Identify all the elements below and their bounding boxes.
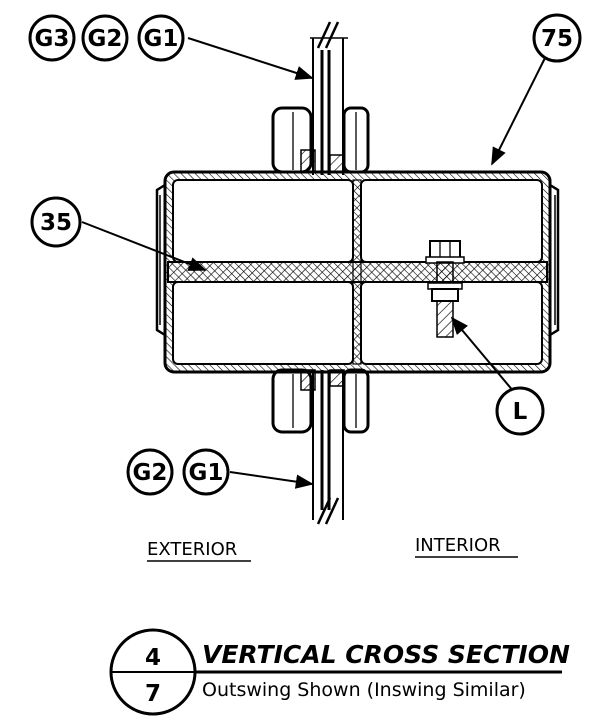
detail-subtitle: Outswing Shown (Inswing Similar): [202, 679, 526, 701]
callout-g3-label: G3: [35, 26, 70, 52]
callout-g1-top: G1: [137, 14, 185, 62]
callout-l-label: L: [513, 399, 528, 425]
leader-lines: [81, 37, 546, 489]
sheet-number: 7: [145, 681, 161, 707]
lower-clamp: [271, 368, 370, 434]
interior-label: INTERIOR: [415, 535, 501, 556]
callout-g1-top-label: G1: [144, 26, 179, 52]
callout-g2-top: G2: [81, 14, 129, 62]
callout-75-label: 75: [541, 26, 573, 52]
callout-g2-top-label: G2: [88, 26, 123, 52]
detail-title: VERTICAL CROSS SECTION: [202, 640, 570, 669]
callout-35: 35: [30, 196, 82, 248]
callout-g1-bottom: G1: [182, 448, 230, 496]
exterior-label: EXTERIOR: [147, 539, 237, 560]
detail-number: 4: [145, 645, 161, 671]
tube-profile: [155, 170, 560, 374]
callout-75: 75: [532, 13, 582, 63]
callout-g1-bottom-label: G1: [189, 460, 224, 486]
callout-g2-bottom-label: G2: [133, 460, 168, 486]
title-block: 4 7 VERTICAL CROSS SECTION Outswing Show…: [109, 628, 570, 716]
callout-g2-bottom: G2: [126, 448, 174, 496]
callout-g3: G3: [28, 14, 76, 62]
callout-l: L: [495, 386, 545, 436]
callout-35-label: 35: [40, 210, 72, 236]
